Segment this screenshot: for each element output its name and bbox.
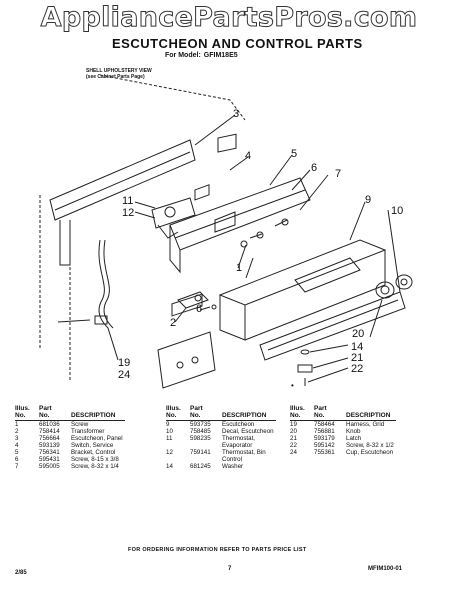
callout-6b: 6 bbox=[196, 303, 203, 315]
note-line-1: SHELL UPHOLSTERY VIEW bbox=[86, 68, 152, 74]
callout-20: 20 bbox=[352, 328, 365, 340]
table-row: Control bbox=[222, 456, 242, 463]
callout-11: 11 bbox=[122, 195, 134, 207]
callout-5: 5 bbox=[291, 148, 298, 160]
header-illus: Illus.No. bbox=[290, 405, 314, 421]
model-line: For Model:GFIM18E5 bbox=[162, 52, 238, 59]
note-line-2: (see Cabinet Parts Page) bbox=[86, 74, 145, 80]
header-illus: Illus.No. bbox=[15, 405, 39, 421]
model-number: GFIM18E5 bbox=[203, 52, 238, 59]
callout-21: 21 bbox=[351, 352, 364, 364]
callout-12: 12 bbox=[122, 207, 135, 219]
model-label: For Model: bbox=[165, 52, 201, 59]
callout-24: 24 bbox=[118, 369, 131, 381]
exploded-parts-diagram bbox=[39, 74, 413, 389]
header-description: DESCRIPTION bbox=[71, 405, 125, 421]
shell-view-note: SHELL UPHOLSTERY VIEW (see Cabinet Parts… bbox=[86, 68, 152, 80]
page-title: ESCUTCHEON AND CONTROL PARTS bbox=[112, 36, 363, 51]
page-number: 7 bbox=[228, 566, 232, 572]
document-number: MFIM100-01 bbox=[368, 566, 403, 572]
callout-1: 1 bbox=[236, 262, 243, 274]
header-description: DESCRIPTION bbox=[346, 405, 396, 421]
callout-9: 9 bbox=[365, 194, 372, 206]
diagram-dot: • bbox=[291, 381, 294, 390]
ordering-info: FOR ORDERING INFORMATION REFER TO PARTS … bbox=[128, 547, 307, 553]
header-illus: Illus.No. bbox=[166, 405, 190, 421]
callout-22: 22 bbox=[351, 363, 364, 375]
callout-10: 10 bbox=[391, 205, 404, 217]
callout-3: 3 bbox=[233, 108, 240, 120]
callout-2: 2 bbox=[170, 317, 177, 329]
callout-14: 14 bbox=[351, 341, 364, 353]
table-row: Evaporator bbox=[222, 442, 253, 449]
site-watermark: AppliancePartsPros.com bbox=[40, 2, 418, 34]
callout-7: 7 bbox=[335, 168, 342, 180]
revision-date: 2/85 bbox=[15, 570, 27, 576]
header-description: DESCRIPTION bbox=[222, 405, 276, 421]
callout-19: 19 bbox=[118, 357, 131, 369]
callout-4: 4 bbox=[245, 150, 252, 162]
callout-6: 6 bbox=[311, 162, 318, 174]
